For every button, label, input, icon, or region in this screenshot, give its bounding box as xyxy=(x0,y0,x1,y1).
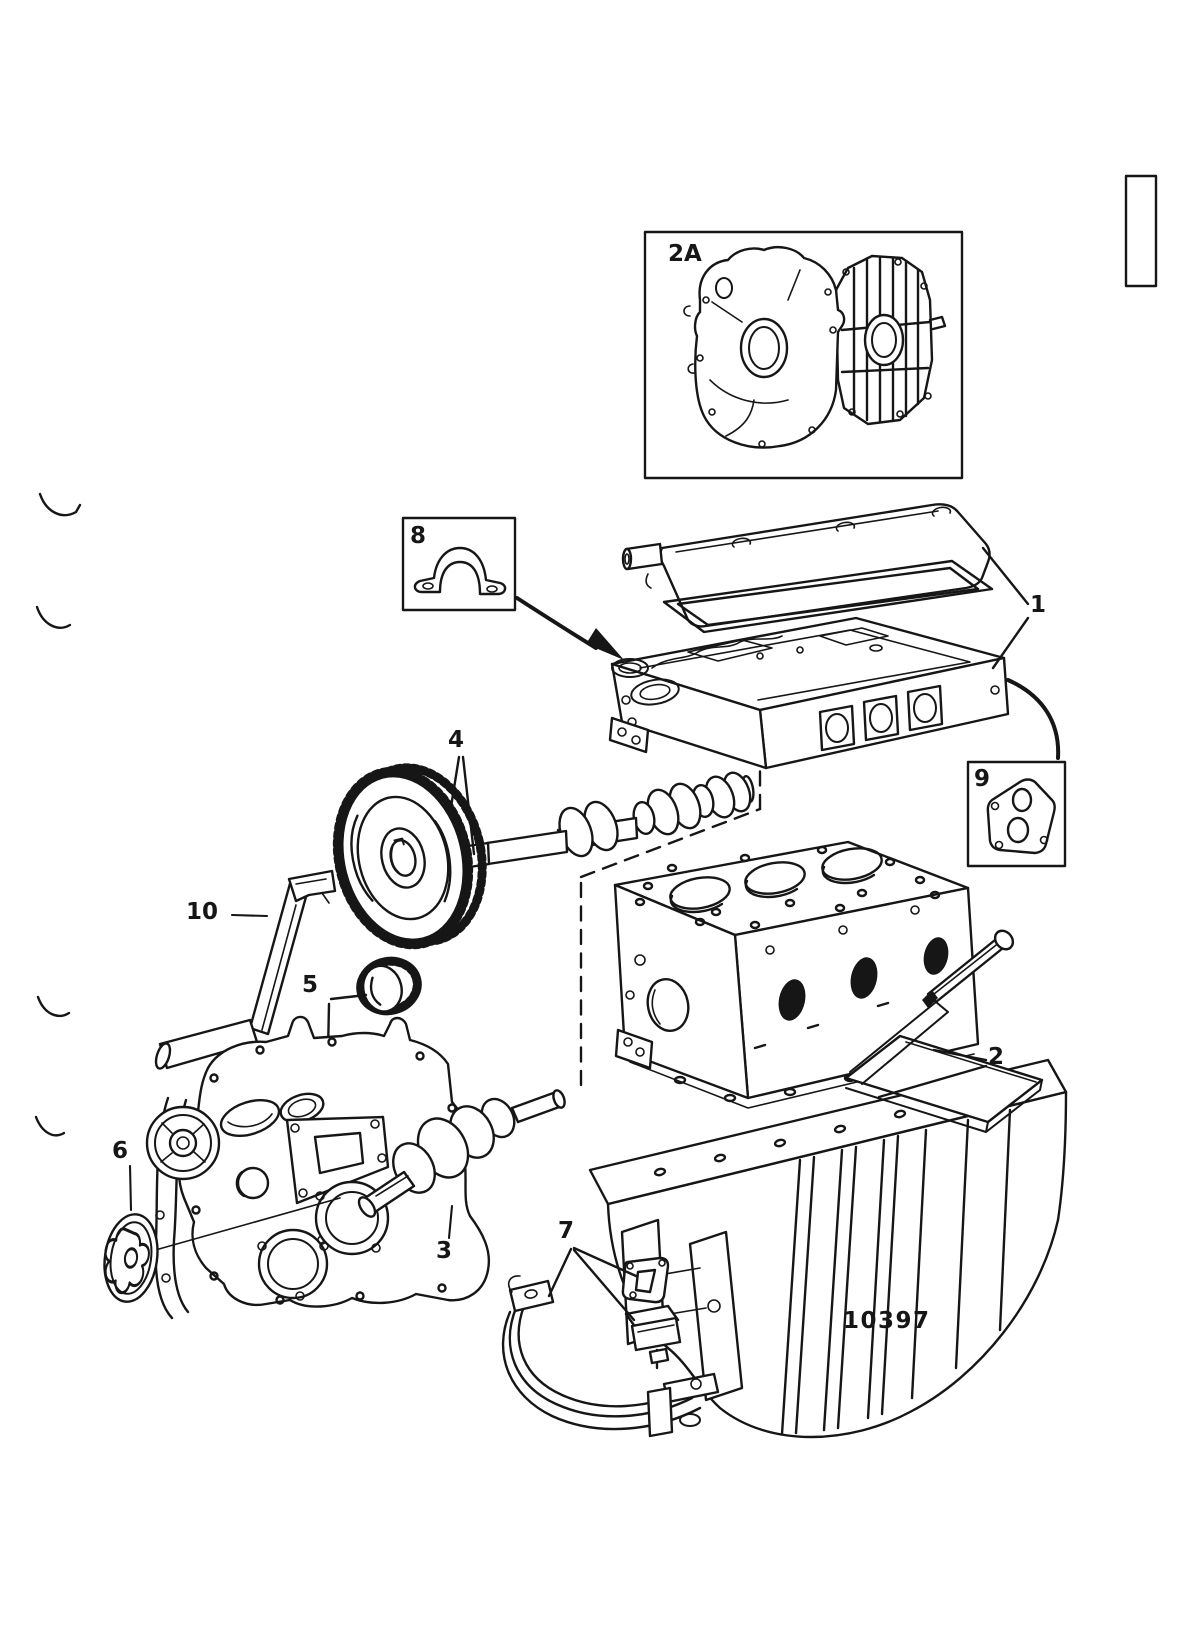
oil-pump-rotor-drawing xyxy=(103,1213,159,1303)
callout-2: 2 xyxy=(988,1044,1005,1070)
end-gasket-drawing xyxy=(986,778,1056,855)
crankshaft-gear-drawing xyxy=(356,956,422,1016)
callout-7: 7 xyxy=(558,1218,575,1244)
binding-hatch-mark xyxy=(1124,174,1158,288)
callout-4: 4 xyxy=(448,727,465,753)
leader-lines-2 xyxy=(877,1048,988,1099)
camshaft-drawing xyxy=(443,771,755,873)
crankshaft-drawing xyxy=(357,1089,566,1218)
flywheel-housing-rear-drawing xyxy=(834,254,947,426)
inset-box-9 xyxy=(966,760,1067,868)
callout-3: 3 xyxy=(436,1238,453,1264)
figure-number: 10397 xyxy=(843,1308,931,1334)
inset-box-8 xyxy=(401,516,517,612)
leader-line-10 xyxy=(230,913,269,918)
dipstick-drawing xyxy=(849,929,1015,1085)
strap-drawing xyxy=(501,1275,720,1438)
leader-lines-1 xyxy=(981,546,1030,670)
camshaft-gear-drawing xyxy=(332,763,487,950)
water-pump-drawing xyxy=(145,1105,221,1181)
leader-line-6 xyxy=(128,1164,133,1212)
crank-handle-drawing xyxy=(154,869,337,1070)
pointer-curve-9 xyxy=(1006,678,1061,760)
cover-plate-drawing xyxy=(285,1115,390,1205)
callout-9: 9 xyxy=(974,766,991,792)
valve-cover-gasket-drawing xyxy=(662,559,994,634)
callout-1: 1 xyxy=(1030,592,1047,618)
callout-6: 6 xyxy=(112,1138,129,1164)
flywheel-housing-front-drawing xyxy=(683,246,846,449)
leader-lines-7 xyxy=(547,1246,638,1322)
callout-10: 10 xyxy=(186,899,219,925)
pointer-arrow xyxy=(515,596,624,660)
bracket-drawing xyxy=(621,1256,670,1304)
clamp-drawing xyxy=(413,546,507,596)
cylinder-head-drawing xyxy=(608,616,1010,770)
assembly-axis-line-6 xyxy=(158,1197,341,1250)
inset-box-2a xyxy=(643,230,964,480)
callout-5: 5 xyxy=(302,972,319,998)
binder-ring-marks xyxy=(34,492,82,1137)
callout-2a: 2A xyxy=(668,241,702,267)
callout-8: 8 xyxy=(410,523,427,549)
valve-cover-drawing xyxy=(621,503,991,628)
engine-mount-drawing xyxy=(624,1304,682,1370)
leader-line-3 xyxy=(447,1204,454,1240)
timing-cover-drawing xyxy=(145,1015,491,1308)
